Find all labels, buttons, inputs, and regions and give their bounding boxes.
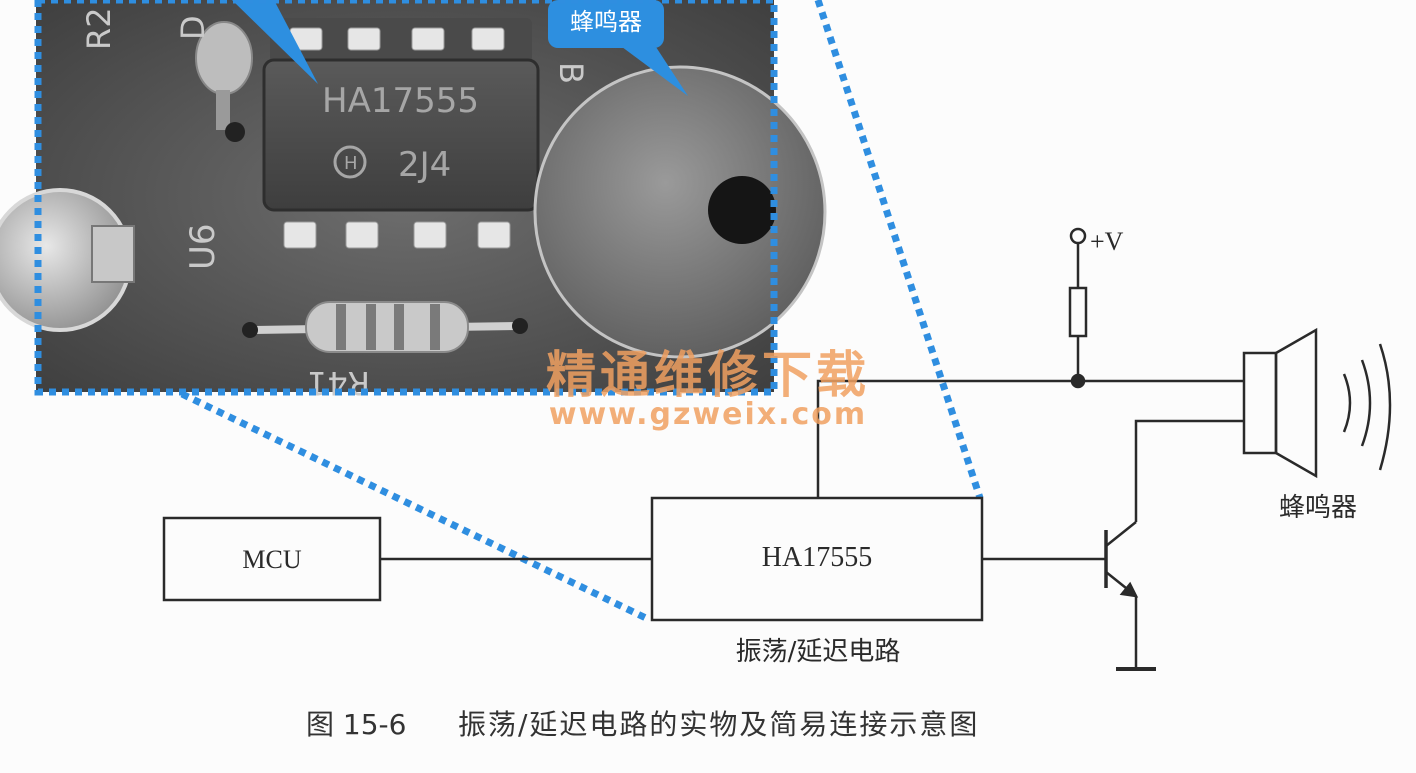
chip-logo: H xyxy=(344,153,358,174)
watermark-url: www.gzweix.com xyxy=(549,397,867,432)
circuit-diagram xyxy=(162,227,1392,671)
silk-label-u6: U6 xyxy=(183,223,223,270)
transistor-collector xyxy=(1105,521,1137,547)
photo-dotted-frame xyxy=(34,0,778,396)
chip-callout-pointer xyxy=(232,0,318,84)
silk-label-r: R2 xyxy=(80,7,118,50)
silk-label-d: D xyxy=(174,15,212,40)
sound-wave-1 xyxy=(1342,373,1352,433)
buzzer-callout xyxy=(548,0,664,48)
zoom-line-right xyxy=(814,0,984,500)
chip-pins-bottom xyxy=(283,221,511,249)
chip-logo-icon xyxy=(333,145,367,179)
ha17555-label: HA17555 xyxy=(762,542,872,573)
resistor-r41 xyxy=(305,301,469,353)
chip-marking: HA17555 xyxy=(322,81,479,121)
silk-label-r41: R41 xyxy=(307,364,370,402)
junction-node xyxy=(1070,373,1086,389)
zoom-outline xyxy=(34,0,984,624)
chip-caption: 振荡/延迟电路 xyxy=(736,637,901,667)
watermark-text: 精通维修下载 xyxy=(546,346,870,404)
zoom-line-left xyxy=(180,390,652,624)
supply-label: +V xyxy=(1090,227,1124,256)
buzzer-symbol-body xyxy=(1242,351,1278,455)
wire-chip-buzzer xyxy=(816,379,1244,498)
buzzer-callout-pointer xyxy=(618,44,688,96)
ha17555-chip-photo xyxy=(262,58,540,212)
buzzer-callout-label: 蜂鸣器 xyxy=(570,8,642,36)
buzzer-component xyxy=(535,67,825,357)
buzzer-hole xyxy=(708,176,776,244)
buzzer-label: 蜂鸣器 xyxy=(1279,493,1357,523)
chip-code: 2J4 xyxy=(398,145,451,185)
supply-terminal xyxy=(1069,227,1087,245)
sound-wave-2 xyxy=(1360,359,1372,447)
figure-title: 振荡/延迟电路的实物及简易连接示意图 xyxy=(458,708,979,741)
pullup-resistor xyxy=(1068,286,1088,338)
transistor-emitter-arrow xyxy=(1119,581,1139,598)
mcu-label: MCU xyxy=(242,545,301,574)
silk-label-b: B xyxy=(552,62,590,84)
wire-collector-buzzer xyxy=(1134,419,1244,522)
sound-wave-3 xyxy=(1378,343,1392,471)
figure-number: 图 15-6 xyxy=(306,708,406,741)
pcb-photo: HA17555 H 2J4 U6 R41 B R2 D 蜂鸣器 xyxy=(0,0,827,402)
chip-pins-top xyxy=(289,27,505,51)
speaker-icon xyxy=(1274,327,1318,479)
